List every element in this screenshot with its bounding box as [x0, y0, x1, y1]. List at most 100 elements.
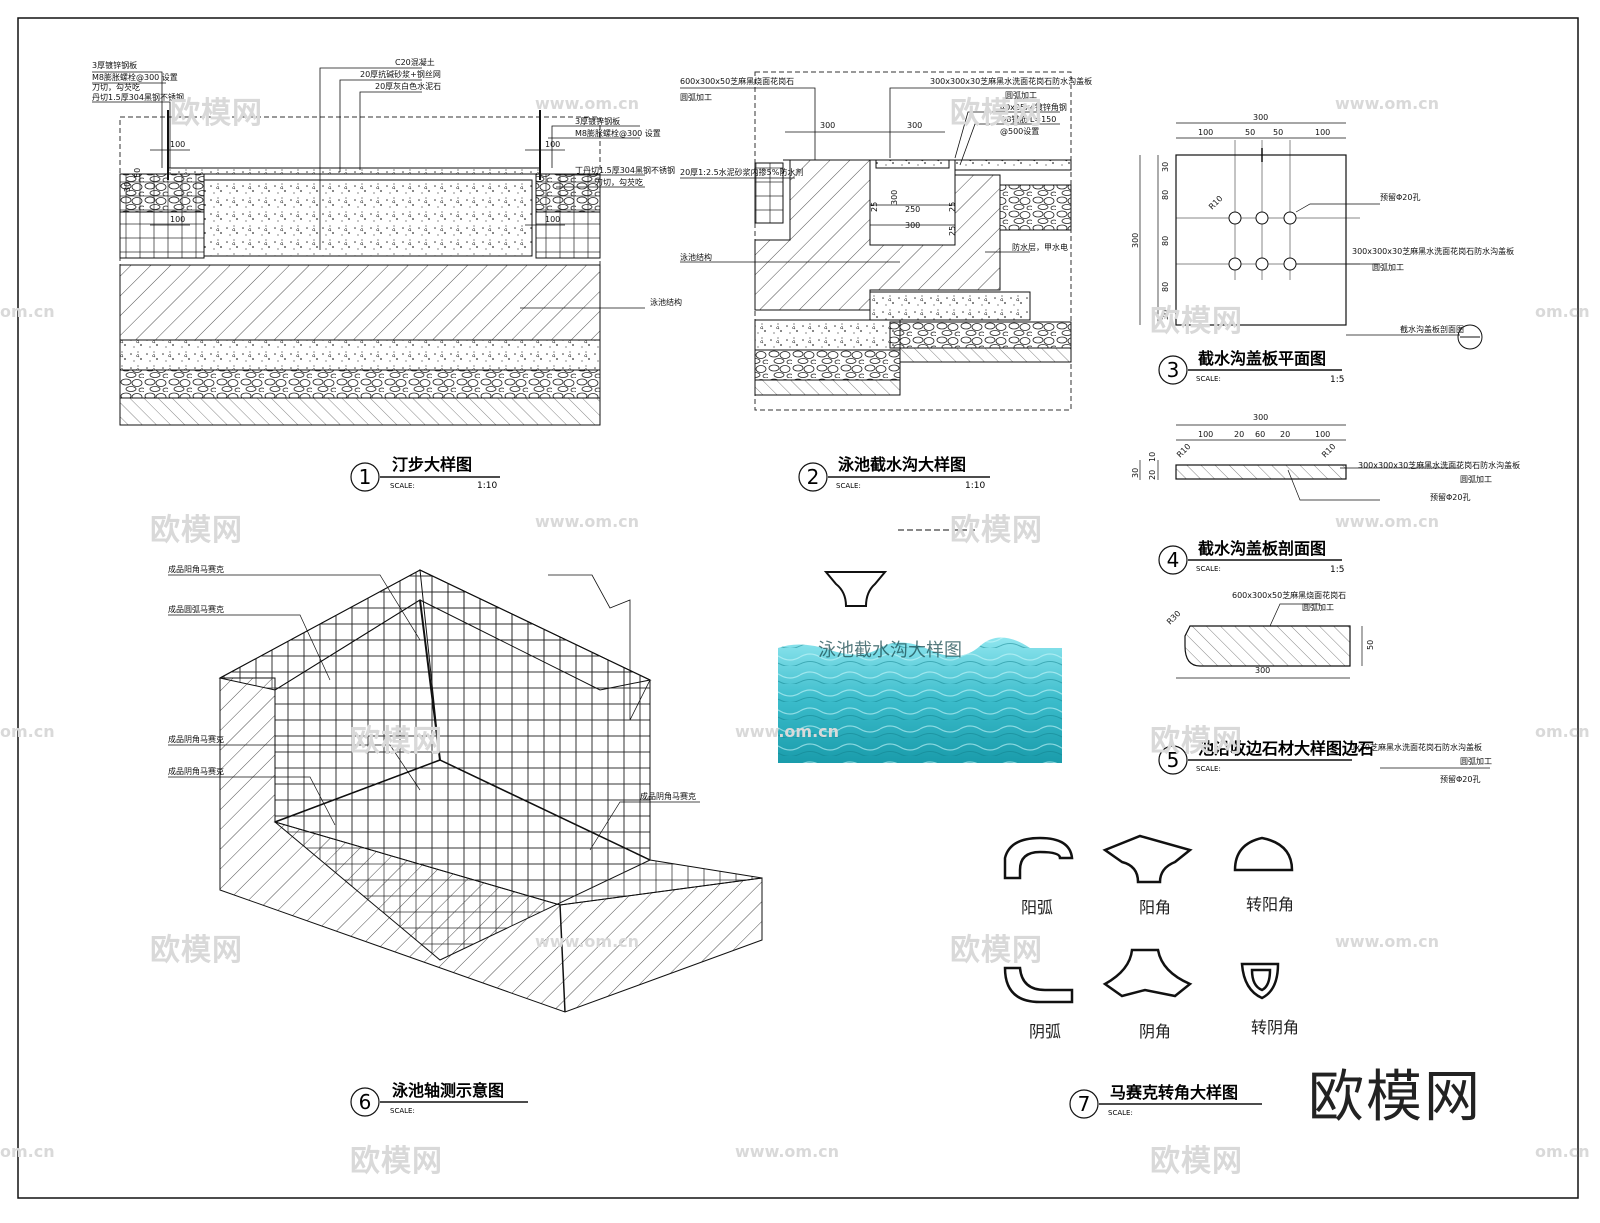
- d2-label: 泳池结构: [680, 252, 712, 262]
- detail-7-mosaic-corners: [1003, 834, 1294, 1004]
- mosaic-name: 转阴角: [1251, 1018, 1299, 1037]
- d2-label: Φ8锚筋 L=150: [1000, 114, 1056, 124]
- d5-side-label: 圆弧加工: [1460, 756, 1492, 766]
- title-text: 泳池截水沟大样图: [838, 455, 966, 474]
- detail-7-labels: 阳弧 阳角 转阳角 阴弧 阴角 转阴角: [1021, 895, 1299, 1041]
- d6-label: 成品阳角马赛克: [168, 564, 224, 574]
- scale-word: SCALE:: [390, 1107, 415, 1115]
- title-number: 3: [1167, 358, 1180, 382]
- d2-label: @500设置: [1000, 126, 1039, 136]
- detail-5-edge-stone: [1176, 603, 1490, 769]
- mosaic-name: 阴角: [1139, 1022, 1171, 1041]
- d6-label: 成品阴角马赛克: [168, 766, 224, 776]
- yin-corner-shape: [1102, 948, 1193, 998]
- scale-word: SCALE:: [1196, 565, 1221, 573]
- scale-value: 1:10: [477, 481, 497, 491]
- d2-dim: 300: [820, 121, 835, 130]
- mosaic-name: 阳弧: [1021, 898, 1053, 917]
- d4-dim: 100: [1198, 430, 1213, 439]
- brand-logo-text: 欧模网: [1308, 1065, 1482, 1130]
- d2-label: 圆弧加工: [680, 92, 712, 102]
- title-text: 泳池轴测示意图: [392, 1081, 504, 1100]
- title-block-2: 2 泳池截水沟大样图 SCALE: 1:10: [798, 455, 990, 492]
- d3-radius: R10: [1207, 194, 1225, 212]
- scale-value: 1:5: [1330, 565, 1344, 575]
- d3-dim: 50: [1245, 128, 1255, 137]
- d3-dim: 50: [1273, 128, 1283, 137]
- d2-dim: 25: [948, 202, 957, 212]
- mosaic-name: 阴弧: [1029, 1022, 1061, 1041]
- d1-label: C20混凝土: [395, 57, 435, 67]
- d5-dim: 300: [1255, 666, 1270, 675]
- d2-label: 20厚1:2.5水泥砂浆内掺5%防水剂: [680, 167, 803, 177]
- d5-side-label: 预留Φ20孔: [1440, 774, 1480, 784]
- d6-label: 成品阴角马赛克: [168, 734, 224, 744]
- detail-3-labels: 300 100 50 50 100 30 80 80 80 30 300 R10…: [1131, 113, 1514, 334]
- d1-label: 20厚灰白色水泥石: [375, 81, 441, 91]
- d4-radius: R10: [1320, 442, 1338, 460]
- d1-label: 丹切1.5厚304黑钢不锈钢: [92, 92, 184, 102]
- d3-dim: 100: [1198, 128, 1213, 137]
- d2-dim: 300: [905, 221, 920, 230]
- d3-dim: 300: [1253, 113, 1268, 122]
- scale-value: 1:5: [1330, 375, 1344, 385]
- title-text: 截水沟盖板剖面图: [1198, 539, 1326, 558]
- scale-word: SCALE:: [390, 482, 415, 490]
- mosaic-name: 阳角: [1139, 898, 1171, 917]
- d3-label: 截水沟盖板剖面图: [1400, 324, 1464, 334]
- d4-label: 预留Φ20孔: [1430, 492, 1470, 502]
- d1-dim: 100: [170, 215, 185, 224]
- yang-arc-shape: [1003, 836, 1074, 880]
- title-text: 截水沟盖板平面图: [1198, 349, 1326, 368]
- title-number: 1: [359, 465, 372, 489]
- d1-label: 丁丹切1.5厚304黑钢不锈钢: [575, 165, 675, 175]
- d4-dim: 20: [1280, 430, 1290, 439]
- detail-6-labels: 成品阳角马赛克 成品圆弧马赛克 成品阴角马赛克 成品阴角马赛克 成品阴角马赛克: [168, 564, 696, 801]
- d1-dim: 50: [133, 168, 142, 178]
- d6-label: 成品阴角马赛克: [640, 791, 696, 801]
- d1-label: M8膨胀螺栓@300 设置: [575, 128, 661, 138]
- d1-dim: 100: [545, 140, 560, 149]
- title-text: 汀步大样图: [392, 455, 472, 474]
- title-block-6: 6 泳池轴测示意图 SCALE:: [350, 1081, 528, 1117]
- d1-dim: 100: [170, 140, 185, 149]
- d1-label: 刀切，勾芡吃: [92, 82, 140, 92]
- d2-dim: 300: [890, 190, 899, 205]
- sheet-border: [17, 17, 1579, 1199]
- d5-radius: R30: [1165, 609, 1183, 627]
- d5-side-label: 0x30芝麻黑水洗面花岗石防水沟盖板: [1350, 742, 1482, 752]
- d3-dim: 80: [1161, 236, 1170, 246]
- title-block-1: 1 汀步大样图 SCALE: 1:10: [350, 455, 500, 492]
- title-number: 2: [807, 465, 820, 489]
- d2-label: 300x300x30芝麻黑水洗面花岗石防水沟盖板: [930, 76, 1092, 86]
- title-number: 6: [359, 1090, 372, 1114]
- d3-dim: 80: [1161, 282, 1170, 292]
- title-number: 5: [1167, 748, 1180, 772]
- d2-dim: 25: [870, 202, 879, 212]
- d4-dim: 20: [1234, 430, 1244, 439]
- pool-water-photo: 泳池截水沟大样图: [778, 529, 1062, 763]
- title-block-4: 4 截水沟盖板剖面图 SCALE: 1:5: [1158, 539, 1344, 575]
- title-number: 7: [1078, 1092, 1091, 1116]
- d3-dim: 300: [1131, 233, 1140, 248]
- d4-label: 300x300x30芝麻黑水洗面花岗石防水沟盖板: [1358, 460, 1520, 470]
- scale-word: SCALE:: [836, 482, 861, 490]
- d3-dim: 80: [1161, 190, 1170, 200]
- d4-dim: 10: [1148, 452, 1157, 462]
- title-block-3: 3 截水沟盖板平面图 SCALE: 1:5: [1158, 349, 1344, 385]
- scale-word: SCALE:: [1108, 1109, 1133, 1117]
- d5-label: 600x300x50芝麻黑烧面花岗石: [1232, 590, 1346, 600]
- d2-label: 防水层，甲水电: [1012, 242, 1068, 252]
- d2-label: 40x25x4镀锌角钢: [1000, 102, 1067, 112]
- d2-label: 圆弧加工: [1005, 90, 1037, 100]
- detail-1-stepping-stone-section: [92, 67, 645, 426]
- yang-corner-shape: [1102, 834, 1193, 884]
- d2-dim: 250: [905, 205, 920, 214]
- d3-dim: 100: [1315, 128, 1330, 137]
- detail-6-pool-axonometric: [168, 569, 763, 1013]
- d4-radius: R10: [1175, 442, 1193, 460]
- scale-value: 1:10: [965, 481, 985, 491]
- yin-arc-shape: [1003, 966, 1074, 1004]
- d3-dim: 30: [1161, 310, 1170, 320]
